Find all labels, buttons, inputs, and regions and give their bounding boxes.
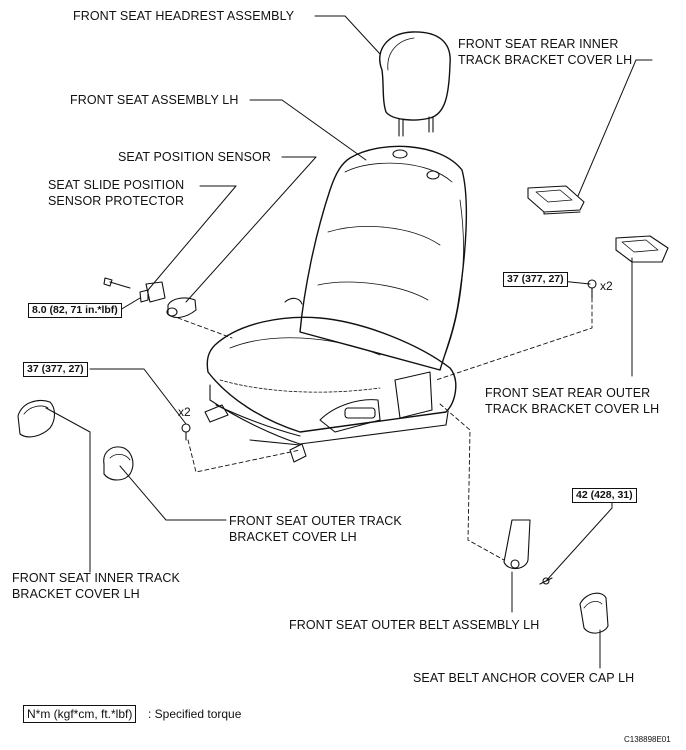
label-headrest: FRONT SEAT HEADREST ASSEMBLY [73, 9, 295, 23]
multiplier-rear: x2 [600, 279, 613, 293]
anchor-cover-cap-drawing [579, 592, 609, 634]
label-slide-protector-line2: SENSOR PROTECTOR [48, 194, 185, 208]
seat-cushion-drawing [204, 297, 457, 463]
inner-track-cover-drawing [17, 399, 56, 438]
torque-box-sensor-protector: 8.0 (82, 71 in.*lbf) [28, 303, 122, 318]
sensor-protector-drawing [103, 277, 166, 303]
label-rear-inner-line1: FRONT SEAT REAR INNER [458, 37, 619, 51]
legend-text: : Specified torque [148, 707, 242, 721]
label-rear-inner-line2: TRACK BRACKET COVER LH [458, 53, 633, 67]
seat-position-sensor-drawing [166, 297, 197, 319]
multiplier-front: x2 [178, 405, 191, 419]
rear-inner-cover-drawing [527, 185, 585, 215]
label-seat-position-sensor: SEAT POSITION SENSOR [118, 150, 271, 164]
front-bolt-drawing [181, 423, 191, 441]
label-inner-track-line1: FRONT SEAT INNER TRACK [12, 571, 180, 585]
seat-back-drawing [299, 145, 468, 371]
label-outer-track-line1: FRONT SEAT OUTER TRACK [229, 514, 402, 528]
leader-lines [45, 15, 653, 669]
torque-box-rear-bolts: 37 (377, 27) [503, 272, 568, 287]
rear-bolt-drawing [587, 279, 597, 299]
label-slide-protector-line1: SEAT SLIDE POSITION [48, 178, 185, 192]
label-rear-outer-line1: FRONT SEAT REAR OUTER [485, 386, 651, 400]
label-rear-outer-line2: TRACK BRACKET COVER LH [485, 402, 660, 416]
outer-belt-drawing [503, 519, 553, 585]
assembly-dashed-lines [177, 297, 593, 561]
label-outer-track-line2: BRACKET COVER LH [229, 530, 357, 544]
figure-code: C138898E01 [624, 735, 671, 744]
torque-box-belt-anchor: 42 (428, 31) [572, 488, 637, 503]
headrest-drawing [379, 31, 451, 137]
label-inner-track-line2: BRACKET COVER LH [12, 587, 140, 601]
torque-box-front-bolts: 37 (377, 27) [23, 362, 88, 377]
outer-track-cover-drawing [103, 446, 134, 481]
label-outer-belt: FRONT SEAT OUTER BELT ASSEMBLY LH [289, 618, 540, 632]
legend-unit-box: N*m (kgf*cm, ft.*lbf) [23, 705, 137, 723]
label-seat-assembly: FRONT SEAT ASSEMBLY LH [70, 93, 239, 107]
label-anchor-cover-cap: SEAT BELT ANCHOR COVER CAP LH [413, 671, 635, 685]
rear-outer-cover-drawing [615, 235, 669, 263]
